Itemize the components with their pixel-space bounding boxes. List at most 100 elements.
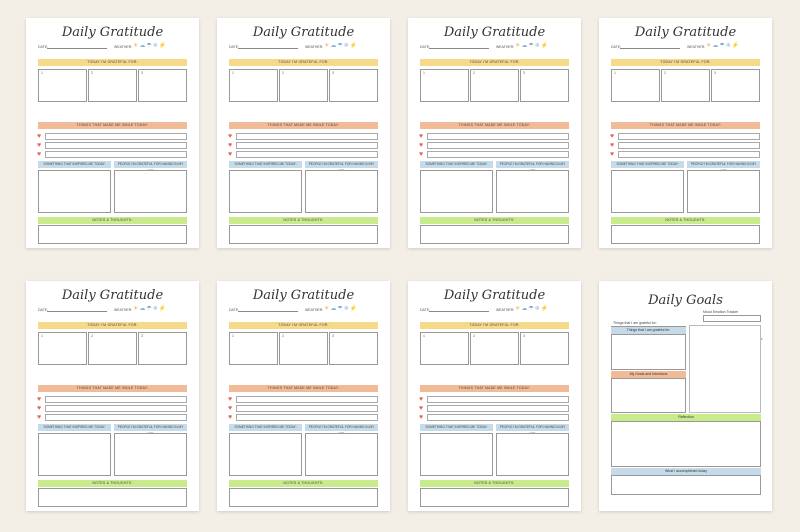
sun-icon[interactable]: ☀ <box>133 306 140 312</box>
inspired-box[interactable] <box>38 170 111 213</box>
grateful-box[interactable]: 3 <box>520 69 569 102</box>
grateful-box[interactable]: 2 <box>279 69 328 102</box>
smile-line[interactable] <box>45 133 187 140</box>
sun-icon[interactable]: ☀ <box>324 306 331 312</box>
rain-icon[interactable]: ☂ <box>719 43 726 49</box>
smile-line[interactable] <box>236 151 378 158</box>
grateful-line[interactable] <box>611 326 686 327</box>
storm-icon[interactable]: ⚡ <box>158 43 168 49</box>
rain-icon[interactable]: ☂ <box>146 306 153 312</box>
snow-icon[interactable]: ❄ <box>343 306 350 312</box>
cloud-icon[interactable]: ☁ <box>139 43 147 49</box>
inspired-box[interactable] <box>420 170 493 213</box>
reflection-box[interactable] <box>611 421 761 467</box>
notes-box[interactable] <box>38 225 187 244</box>
people-box[interactable] <box>305 170 378 213</box>
grateful-box[interactable]: 2 <box>470 332 519 365</box>
smile-line[interactable] <box>45 142 187 149</box>
grateful-box[interactable]: 1 <box>611 69 660 102</box>
grateful-box[interactable]: 1 <box>38 332 87 365</box>
grateful-box[interactable]: 2 <box>661 69 710 102</box>
storm-icon[interactable]: ⚡ <box>540 306 550 312</box>
smile-line[interactable] <box>427 414 569 421</box>
sun-icon[interactable]: ☀ <box>515 306 522 312</box>
smile-line[interactable] <box>427 133 569 140</box>
inspired-box[interactable] <box>420 433 493 476</box>
inspired-box[interactable] <box>229 433 302 476</box>
grateful-box[interactable]: 1 <box>420 332 469 365</box>
grateful-box[interactable]: 1 <box>420 69 469 102</box>
cloud-icon[interactable]: ☁ <box>521 306 529 312</box>
smile-line[interactable] <box>236 396 378 403</box>
people-box[interactable] <box>305 433 378 476</box>
people-box[interactable] <box>496 170 569 213</box>
snow-icon[interactable]: ❄ <box>152 306 159 312</box>
creativity-box[interactable] <box>689 325 761 413</box>
grateful-box[interactable]: 3 <box>329 69 378 102</box>
cloud-icon[interactable]: ☁ <box>139 306 147 312</box>
goals-box[interactable] <box>611 378 686 413</box>
grateful-box[interactable]: 2 <box>279 332 328 365</box>
cloud-icon[interactable]: ☁ <box>330 306 338 312</box>
grateful-box[interactable]: 2 <box>470 69 519 102</box>
snow-icon[interactable]: ❄ <box>534 306 541 312</box>
smile-line[interactable] <box>45 396 187 403</box>
snow-icon[interactable]: ❄ <box>152 43 159 49</box>
storm-icon[interactable]: ⚡ <box>158 306 168 312</box>
sun-icon[interactable]: ☀ <box>515 43 522 49</box>
people-box[interactable] <box>114 170 187 213</box>
smile-line[interactable] <box>236 414 378 421</box>
grateful-box[interactable]: 3 <box>138 69 187 102</box>
smile-line[interactable] <box>427 396 569 403</box>
grateful-box[interactable]: 2 <box>88 69 137 102</box>
notes-box[interactable] <box>229 225 378 244</box>
emotion-tracker-box[interactable] <box>703 315 761 322</box>
grateful-box[interactable]: 1 <box>229 332 278 365</box>
storm-icon[interactable]: ⚡ <box>540 43 550 49</box>
inspired-box[interactable] <box>229 170 302 213</box>
smile-line[interactable] <box>45 405 187 412</box>
smile-line[interactable] <box>427 151 569 158</box>
grateful-box[interactable]: 3 <box>711 69 760 102</box>
notes-box[interactable] <box>420 225 569 244</box>
date-field[interactable] <box>47 311 107 312</box>
rain-icon[interactable]: ☂ <box>337 306 344 312</box>
rain-icon[interactable]: ☂ <box>337 43 344 49</box>
sun-icon[interactable]: ☀ <box>706 43 713 49</box>
grateful-box[interactable]: 2 <box>88 332 137 365</box>
smile-line[interactable] <box>618 133 760 140</box>
grateful-box[interactable]: 3 <box>138 332 187 365</box>
storm-icon[interactable]: ⚡ <box>349 43 359 49</box>
sun-icon[interactable]: ☀ <box>324 43 331 49</box>
date-field[interactable] <box>429 48 489 49</box>
grateful-box[interactable] <box>611 334 686 370</box>
notes-box[interactable] <box>38 488 187 507</box>
snow-icon[interactable]: ❄ <box>343 43 350 49</box>
date-field[interactable] <box>429 311 489 312</box>
smile-line[interactable] <box>236 405 378 412</box>
notes-box[interactable] <box>229 488 378 507</box>
date-field[interactable] <box>238 311 298 312</box>
rain-icon[interactable]: ☂ <box>146 43 153 49</box>
snow-icon[interactable]: ❄ <box>534 43 541 49</box>
grateful-box[interactable]: 3 <box>329 332 378 365</box>
cloud-icon[interactable]: ☁ <box>712 43 720 49</box>
date-field[interactable] <box>620 48 680 49</box>
smile-line[interactable] <box>45 414 187 421</box>
smile-line[interactable] <box>45 151 187 158</box>
smile-line[interactable] <box>427 405 569 412</box>
date-field[interactable] <box>238 48 298 49</box>
people-box[interactable] <box>687 170 760 213</box>
grateful-box[interactable]: 1 <box>229 69 278 102</box>
notes-box[interactable] <box>420 488 569 507</box>
people-box[interactable] <box>496 433 569 476</box>
smile-line[interactable] <box>427 142 569 149</box>
storm-icon[interactable]: ⚡ <box>731 43 741 49</box>
notes-box[interactable] <box>611 225 760 244</box>
grateful-box[interactable]: 3 <box>520 332 569 365</box>
smile-line[interactable] <box>618 151 760 158</box>
cloud-icon[interactable]: ☁ <box>521 43 529 49</box>
rain-icon[interactable]: ☂ <box>528 306 535 312</box>
rain-icon[interactable]: ☂ <box>528 43 535 49</box>
smile-line[interactable] <box>236 133 378 140</box>
